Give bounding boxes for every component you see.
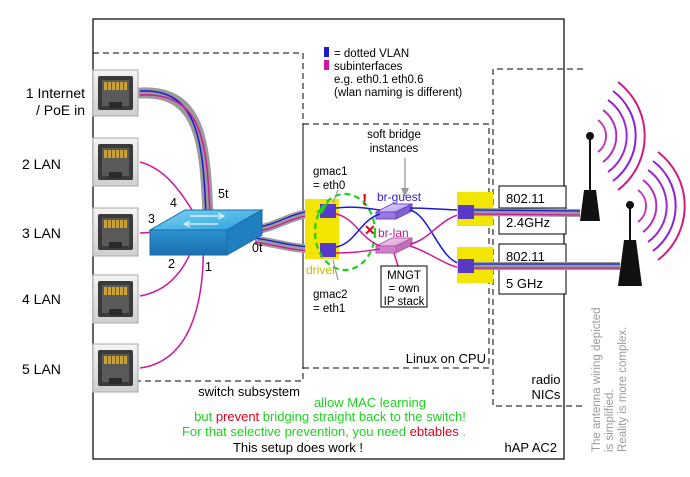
note-line-2-a: but: [194, 409, 216, 424]
switch-port-1: 1: [205, 260, 212, 274]
link-guest-radio1: [409, 207, 463, 211]
soft-bridge-arrowhead: [401, 188, 409, 197]
switch-chip: [148, 209, 264, 256]
antenna-note: The antenna wiring depicted is simplifie…: [591, 308, 629, 453]
note-line-3: For that selective prevention, you need …: [182, 424, 466, 439]
note-line-1-text: allow MAC learning: [314, 395, 426, 410]
port-2-label: 2 LAN: [22, 156, 61, 172]
br-guest-label: br-guest: [377, 190, 422, 204]
rj45-port-1: [92, 69, 139, 117]
legend-line-3: e.g. eth0.1 eth0.6: [334, 74, 424, 86]
cable-port1-magenta: [139, 94, 211, 216]
mngt-line-3: IP stack: [384, 296, 425, 308]
bridge-guest-icon: [375, 203, 413, 220]
note-line-4: This setup does work !: [233, 440, 363, 455]
mngt-box: [380, 265, 428, 308]
linux-cpu-boundary: [302, 123, 490, 369]
link-gmac2-bridge-lan: [335, 248, 381, 254]
gmac1-line-2: = eth0: [313, 180, 345, 192]
gmac2-port: [320, 243, 336, 257]
radio2-top-label: 802.11: [506, 249, 545, 264]
radio2-bottom-label: 5 GHz: [506, 276, 543, 291]
switch-port-5t: 5t: [218, 187, 229, 201]
radio1-bottom-label: 2.4GHz: [506, 215, 550, 230]
gmac1-pointer: [332, 189, 339, 204]
soft-bridge-line-1: soft bridge: [367, 129, 421, 141]
legend-line-1: = dotted VLAN: [334, 48, 409, 60]
antenna-note-line-3: Reality is more complex.: [617, 327, 629, 452]
switch-subsystem-label: switch subsystem: [198, 384, 300, 399]
cable-port1: [134, 87, 214, 221]
legend-line-2: subinterfaces: [334, 61, 403, 73]
driver-label: driver: [306, 263, 336, 277]
gmac2-line-2: = eth1: [313, 303, 345, 315]
soft-bridge-line-2: instances: [370, 143, 419, 155]
mac-learning-loop: [313, 192, 377, 272]
link-lan-radio1: [409, 213, 463, 245]
br-lan-label: br-lan: [378, 226, 409, 240]
gmac2-pointer: [332, 259, 339, 281]
note-line-2-b: prevent: [216, 409, 260, 424]
link-guest-radio2: [409, 209, 463, 265]
note-line-3-b: ebtables: [410, 424, 460, 439]
switch-port-0t: 0t: [252, 241, 263, 255]
gmac1-line-1: gmac1: [313, 166, 348, 178]
note-line-2: but prevent bridging straight back to th…: [194, 409, 466, 424]
rj45-port-3: [92, 207, 139, 257]
port-4-label: 4 LAN: [22, 291, 61, 307]
rj45-port-2: [92, 137, 139, 187]
radio2-box-bottom: [498, 265, 567, 295]
radio-nics-line-1: radio: [532, 372, 561, 387]
port-5-label: 5 LAN: [22, 361, 61, 377]
link-lan-radio2: [409, 245, 463, 269]
green-arrow: [316, 200, 330, 214]
legend-magenta-swatch: [324, 60, 329, 70]
gmac2-line-1: gmac2: [313, 289, 348, 301]
linux-label: Linux on CPU: [406, 351, 486, 366]
radio1-top-label: 802.11: [506, 191, 545, 206]
radio-nics-boundary: [492, 68, 583, 407]
legend-line-4: (wlan naming is different): [334, 87, 462, 99]
note-line-3-c: .: [459, 424, 466, 439]
rj45-port-5: [92, 343, 139, 393]
exclaim-mark: !: [362, 192, 367, 209]
antenna1-cable-b: [473, 209, 581, 212]
note-line-3-a: For that selective prevention, you need: [182, 424, 410, 439]
antenna-1-icon: [580, 81, 646, 221]
port-3-label: 3 LAN: [22, 225, 61, 241]
note-line-1: allow MAC learning: [314, 395, 426, 410]
switch-port-4: 4: [170, 196, 177, 210]
antenna1-cable: [473, 208, 581, 217]
switch-port-3: 3: [148, 212, 155, 226]
note-line-2-c: bridging straight back to the switch!: [259, 409, 466, 424]
port-1-label-a: 1 Internet: [26, 85, 85, 101]
antenna-2-icon: [618, 151, 686, 286]
bridge-lan-icon: [375, 237, 413, 254]
antenna1-cable-m: [473, 213, 581, 216]
rj45-port-4: [92, 274, 139, 324]
mngt-line-1: MNGT: [387, 270, 421, 282]
antenna-note-line-2: is simplified.: [604, 389, 616, 452]
switch-port-2: 2: [168, 257, 175, 271]
port-1-label-b: / PoE in: [36, 102, 85, 118]
radio1-port: [458, 205, 474, 219]
radio2-port: [458, 259, 474, 273]
radio-nics-line-2: NICs: [532, 387, 561, 402]
antenna-note-line-1: The antenna wiring depicted: [591, 308, 603, 453]
mngt-line-2: = own: [388, 283, 419, 295]
cable-port1-blue: [139, 90, 207, 216]
link-gmac1-bridge-guest: [335, 206, 381, 211]
block-cross: ✕: [364, 222, 376, 238]
link-lan-mngt: [393, 252, 399, 267]
link-gmac1-bridge-lan: [335, 213, 381, 247]
device-label: hAP AC2: [504, 440, 557, 455]
link-gmac2-bridge-guest: [335, 213, 381, 248]
legend-blue-swatch: [324, 47, 329, 57]
